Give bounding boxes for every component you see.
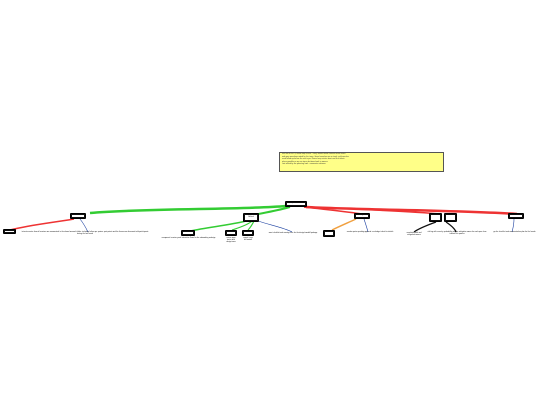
- note-line: where possible so we can trace decisions…: [282, 161, 329, 163]
- branch-label: Issues: [430, 214, 441, 220]
- branch-node-owners[interactable]: Owners: [444, 213, 457, 222]
- leaf-node-ui-kit[interactable]: UI Kit: [181, 230, 195, 236]
- leaf-label: Costs: [324, 231, 334, 235]
- note-line: need follow-up before the next sync. Ple…: [282, 159, 345, 161]
- leaf-node-costs[interactable]: Costs: [323, 230, 335, 237]
- branch-label: Research: [71, 214, 85, 217]
- branch-label: Budget: [355, 214, 369, 217]
- branch-label: Launch Plan: [509, 214, 523, 217]
- left-sub-connector-2: [79, 218, 89, 233]
- leaf-node-notes[interactable]: Notes: [3, 229, 16, 234]
- leaf-label: Flows: [226, 231, 236, 234]
- leaf-text-risk-a: escalation path and mitigation owners: [406, 233, 422, 236]
- leaf-text-risk-b: risk log with severity, probability and …: [427, 232, 487, 235]
- branch-node-research[interactable]: Research: [70, 213, 86, 219]
- branch-label: Design Spec Review: [244, 214, 258, 220]
- sticky-note[interactable]: Kick-off for the Q3 mind map review – ev…: [279, 152, 444, 172]
- root-node-label: Project Overview: [286, 202, 306, 205]
- branch-label: Owners: [445, 214, 456, 220]
- right2-sub-connector-2: [445, 221, 457, 233]
- leaf-text-left: interview notes from all sessions are su…: [21, 232, 149, 235]
- branch-connector-left: [89, 204, 287, 215]
- leaf-label: UI Kit: [182, 231, 194, 234]
- branch-node-launch[interactable]: Launch Plan: [508, 213, 524, 219]
- root-node[interactable]: Project Overview: [285, 201, 307, 207]
- leaf-note-flows: review open states with design team: [226, 238, 236, 243]
- right1-sub-connector: [331, 218, 357, 231]
- leaf-note-assets: export icons for handoff: [243, 238, 253, 241]
- branch-node-design[interactable]: Design Spec Review: [243, 213, 259, 222]
- left-sub-connector: [9, 218, 75, 231]
- note-line: Kick-off for the Q3 mind map review – ev…: [282, 154, 346, 155]
- leaf-label: Notes: [4, 230, 15, 232]
- right2-sub-connector: [413, 221, 437, 233]
- leaf-label: Assets: [243, 231, 253, 234]
- leaf-text-mid: component inventory and interaction flow…: [161, 238, 216, 239]
- branch-node-risk[interactable]: Issues: [429, 213, 442, 222]
- leaf-text-mid-right: asset checklist and naming rules for the…: [268, 233, 318, 234]
- right3-sub-connector: [511, 218, 515, 233]
- note-line: Last edited by the planning lead – comme…: [282, 164, 327, 166]
- mid-sub-connector-a: [189, 220, 247, 232]
- leaf-text-launch: go-live checklist and communication plan…: [493, 232, 536, 233]
- branch-node-budget[interactable]: Budget: [354, 213, 370, 219]
- leaf-node-assets[interactable]: Assets: [242, 230, 254, 236]
- mid-sub-connector-d: [257, 220, 293, 233]
- note-line: and open questions raised by the team. G…: [282, 156, 349, 158]
- right1-sub-connector-2: [363, 218, 369, 233]
- leaf-text-budget: vendor quotes pending approval, see budg…: [346, 232, 394, 233]
- leaf-node-flows[interactable]: Flows: [225, 230, 237, 236]
